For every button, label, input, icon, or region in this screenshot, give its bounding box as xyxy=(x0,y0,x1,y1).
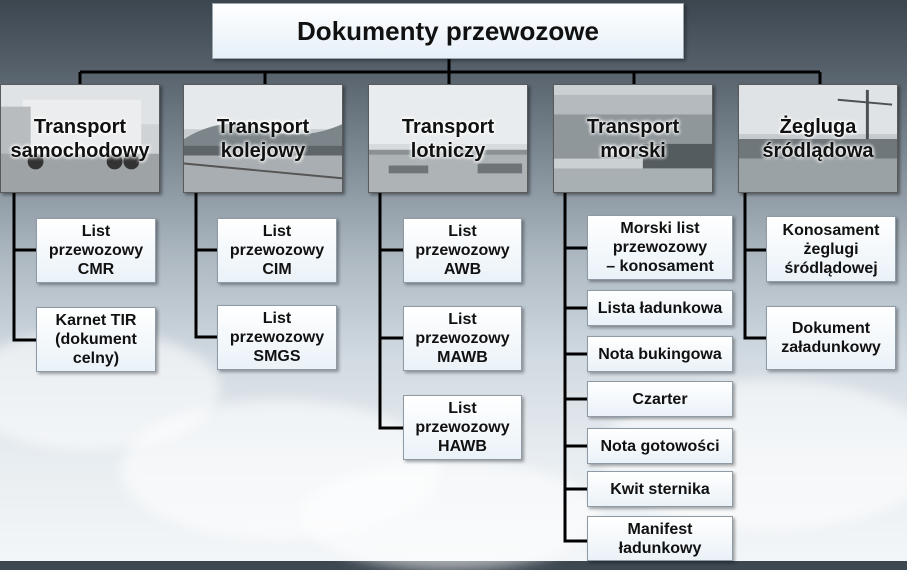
background-cloud xyxy=(300,460,600,570)
railway-photo xyxy=(184,85,342,192)
chart-title: Dokumenty przewozowe xyxy=(212,3,684,59)
category-label: Transport morski xyxy=(586,115,680,162)
category-label: Transport samochodowy xyxy=(10,115,150,162)
container-port-photo xyxy=(554,85,712,192)
document-box: List przewozowy MAWB xyxy=(403,306,522,371)
document-box: List przewozowy SMGS xyxy=(217,305,337,370)
document-box: Lista ładunkowa xyxy=(587,290,733,326)
document-box: List przewozowy CMR xyxy=(36,218,156,283)
document-box: List przewozowy AWB xyxy=(403,218,522,283)
document-box: Nota gotowości xyxy=(587,428,733,464)
truck-photo xyxy=(1,85,159,192)
category-air-transport: Transport lotniczy xyxy=(368,84,528,193)
document-box: Manifest ładunkowy xyxy=(587,516,733,561)
category-label: Transport lotniczy xyxy=(401,115,495,162)
document-box: Karnet TIR (dokument celny) xyxy=(36,307,156,372)
river-port-photo xyxy=(739,85,897,192)
category-inland-navigation: Żegluga śródlądowa xyxy=(738,84,898,193)
category-label: Transport kolejowy xyxy=(216,115,310,162)
document-box: Konosament żeglugi śródlądowej xyxy=(766,216,896,282)
document-box: Dokument załadunkowy xyxy=(766,306,896,370)
document-box: Czarter xyxy=(587,381,733,417)
airport-photo xyxy=(369,85,527,192)
document-box: Kwit sternika xyxy=(587,471,733,507)
document-box: List przewozowy HAWB xyxy=(403,395,522,460)
document-box: Nota bukingowa xyxy=(587,336,733,372)
document-box: Morski list przewozowy – konosament xyxy=(587,215,733,280)
document-box: List przewozowy CIM xyxy=(217,218,337,283)
category-label: Żegluga śródlądowa xyxy=(762,115,874,162)
category-rail-transport: Transport kolejowy xyxy=(183,84,343,193)
category-road-transport: Transport samochodowy xyxy=(0,84,160,193)
category-sea-transport: Transport morski xyxy=(553,84,713,193)
